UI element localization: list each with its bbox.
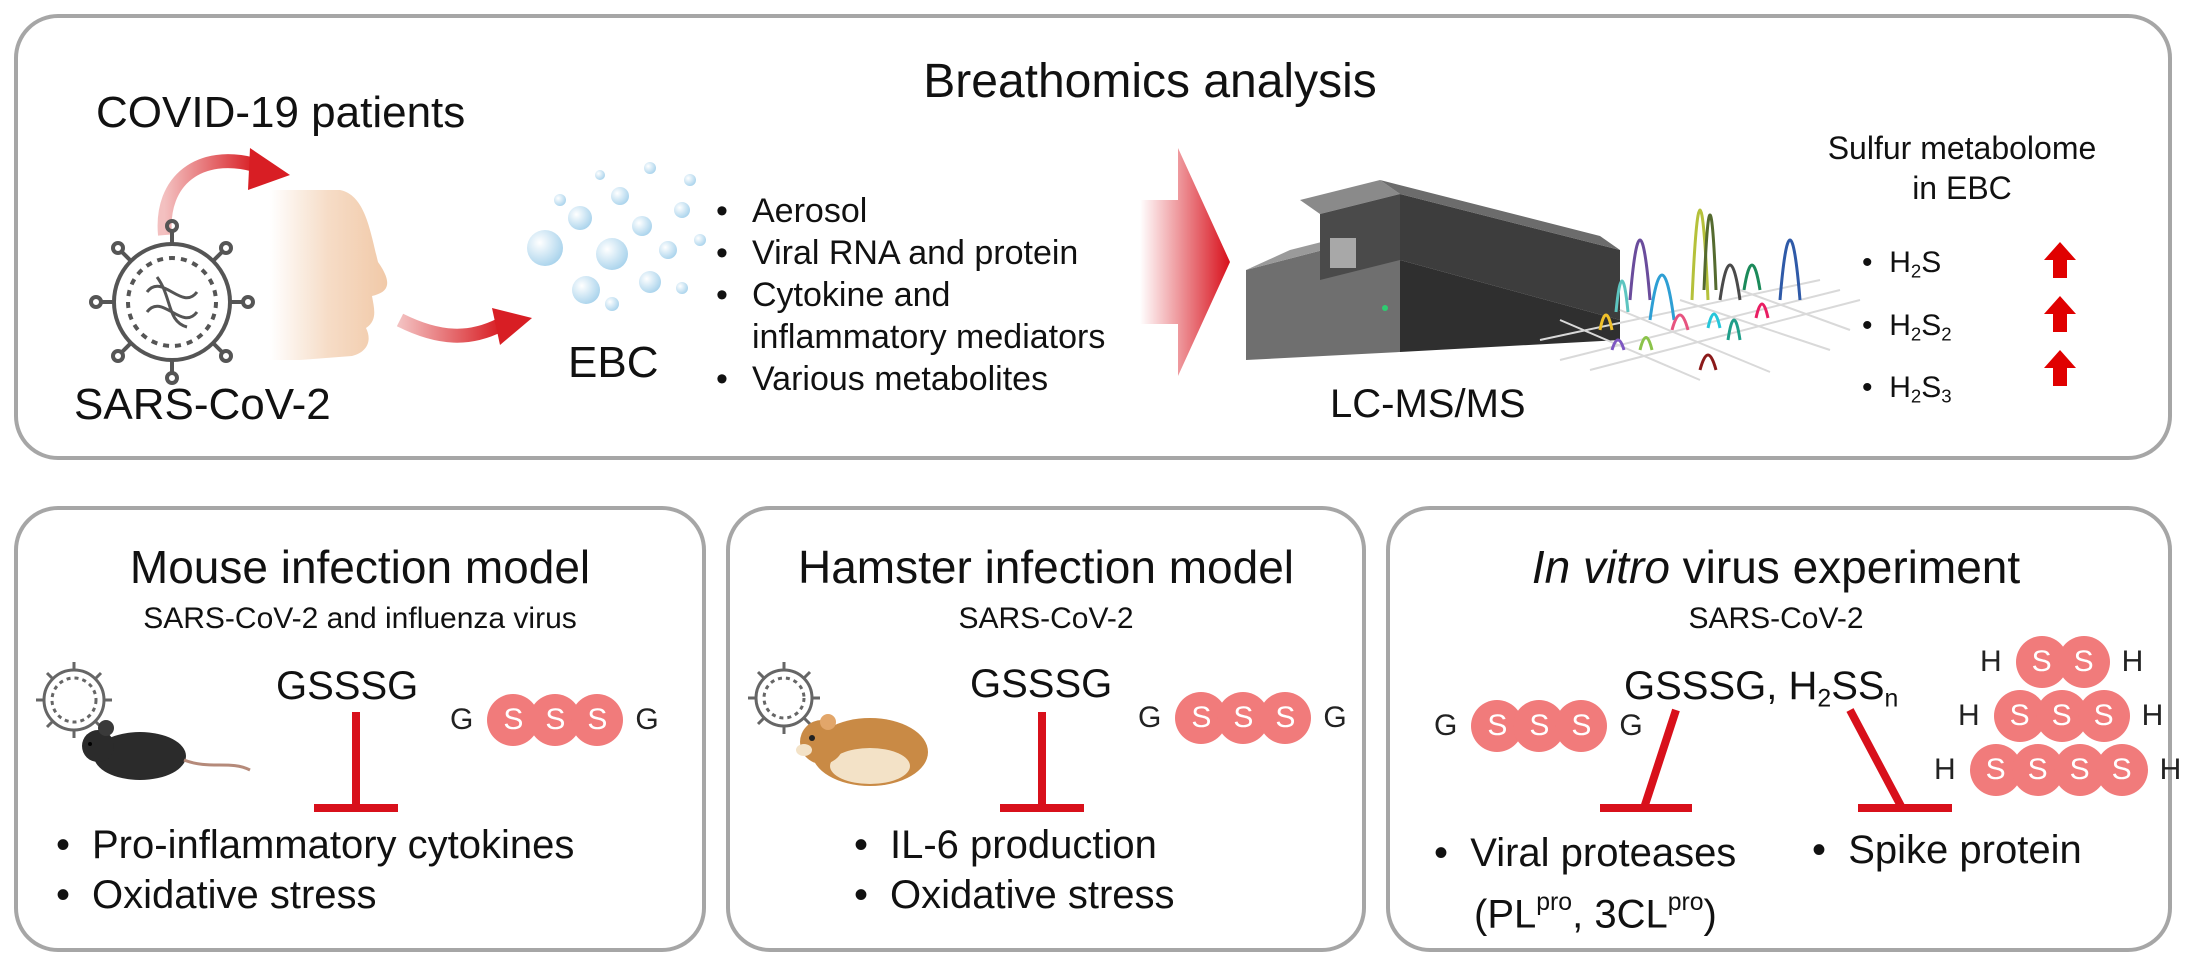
- increase-arrows: [2044, 242, 2076, 386]
- sulfur-bead: S: [2077, 690, 2130, 742]
- sulfur-item-h2s2: • H2S2: [1862, 308, 1952, 345]
- mouse-subtitle: SARS-CoV-2 and influenza virus: [143, 602, 577, 635]
- sulfur-title-line1: Sulfur metabolome: [1827, 130, 2097, 166]
- effect-item: Oxidative stress: [850, 870, 1175, 920]
- ebc-component-list: Aerosol Viral RNA and protein Cytokine a…: [712, 190, 1105, 400]
- process-arrow: [1140, 148, 1230, 376]
- sulfur-bead: S: [1259, 692, 1312, 744]
- breathomics-title: Breathomics analysis: [923, 55, 1377, 108]
- ebc-label: EBC: [568, 338, 659, 387]
- invitro-subtitle: SARS-CoV-2: [1688, 602, 1864, 635]
- protease-inhibition-bar: [1640, 708, 1680, 810]
- invitro-title: In vitro virus experiment: [1531, 541, 2021, 593]
- patients-label: COVID-19 patients: [96, 88, 466, 137]
- h2s2-chain: H S S H: [1976, 636, 2143, 688]
- hamster-icon: [796, 714, 928, 786]
- lcms-instrument-icon: [1246, 180, 1620, 360]
- ebc-item-continued: inflammatory mediators: [752, 318, 1106, 356]
- sulfur-bead: S: [2057, 636, 2110, 688]
- hamster-title: Hamster infection model: [798, 541, 1294, 593]
- mouse-effects: Pro-inflammatory cytokines Oxidative str…: [52, 820, 574, 920]
- up-arrow-icon: [2044, 296, 2076, 332]
- virus-to-face-arrow: [157, 154, 257, 236]
- effect-item: Pro-inflammatory cytokines: [52, 820, 574, 870]
- invitro-compounds: GSSSG, H2SSn: [1624, 664, 1899, 713]
- hamster-gsssg-chain: G S S S G: [1134, 692, 1347, 744]
- ebc-item: Various metabolites: [712, 358, 1105, 400]
- ebc-item: Aerosol: [712, 190, 1105, 232]
- hamster-inhibition-bar: [1000, 712, 1084, 812]
- spike-inhibition-bar: [1846, 708, 1906, 810]
- sulfur-bead: S: [1555, 700, 1608, 752]
- up-arrow-icon: [2044, 350, 2076, 386]
- face-to-ebc-arrow: [396, 313, 504, 343]
- invitro-effect-proteases: • Viral proteases (PLpro, 3CLpro): [1434, 831, 1737, 937]
- virus-icon: [89, 219, 255, 385]
- sulfur-list: • H2S • H2S2 • H2S3: [1862, 236, 1952, 424]
- droplets-icon: [527, 162, 706, 311]
- hamster-compound: GSSSG: [970, 662, 1113, 706]
- spectra-plot: [1539, 208, 1861, 381]
- invitro-gsssg-chain: G S S S G: [1430, 700, 1643, 752]
- h2s3-chain: H S S S H: [1954, 690, 2163, 742]
- sulfur-item-h2s: • H2S: [1862, 246, 1942, 282]
- sulfur-bead: S: [2035, 690, 2088, 742]
- sulfur-title-line2: in EBC: [1912, 170, 2012, 206]
- effect-item: Oxidative stress: [52, 870, 574, 920]
- sulfur-title: Sulfur metabolome in EBC: [1828, 128, 2097, 208]
- ebc-item: Cytokine and: [712, 274, 1105, 316]
- invitro-effect-spike: • Spike protein: [1812, 828, 2082, 872]
- mouse-inhibition-bar: [314, 712, 398, 812]
- sulfur-bead: S: [529, 694, 582, 746]
- virus-icon: [36, 662, 112, 738]
- mouse-illustration: [36, 662, 251, 780]
- hamster-illustration: [748, 662, 928, 786]
- sulfur-bead: S: [571, 694, 624, 746]
- ebc-item: Viral RNA and protein: [712, 232, 1105, 274]
- hamster-effects: IL-6 production Oxidative stress: [850, 820, 1175, 920]
- sulfur-bead: S: [2095, 744, 2148, 796]
- virus-label: SARS-CoV-2: [74, 380, 331, 429]
- h2s4-chain: H S S S S H: [1930, 744, 2181, 796]
- mouse-title: Mouse infection model: [129, 541, 591, 593]
- instrument-label: LC-MS/MS: [1330, 382, 1526, 426]
- top-illustration: [89, 148, 1861, 385]
- effect-item: IL-6 production: [850, 820, 1175, 870]
- virus-icon: [748, 662, 820, 734]
- mouse-compound: GSSSG: [276, 664, 419, 708]
- hamster-subtitle: SARS-CoV-2: [958, 602, 1134, 635]
- mouse-gsssg-chain: G S S S G: [446, 694, 659, 746]
- face-silhouette: [270, 190, 388, 360]
- invitro-inhibition-bars: [1600, 708, 1952, 812]
- sulfur-item-h2s3: • H2S3: [1862, 371, 1952, 407]
- mouse-icon: [82, 720, 251, 780]
- up-arrow-icon: [2044, 242, 2076, 278]
- sulfur-bead: S: [1513, 700, 1566, 752]
